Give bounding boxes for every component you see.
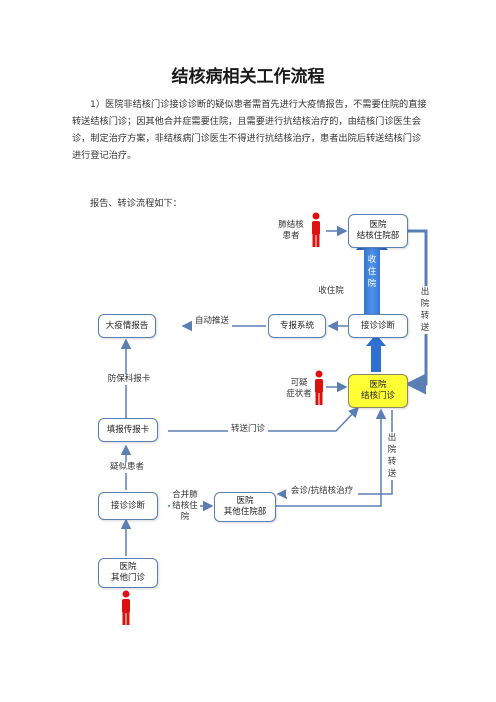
label-suspicious-symptoms: 可疑 症状者 — [286, 378, 312, 399]
intro-paragraph: 1）医院非结核门诊接诊诊断的疑似患者需首先进行大疫情报告，不需要住院的直接转送结… — [72, 99, 427, 161]
flow-subheading: 报告、转诊流程如下： — [90, 198, 182, 209]
box-special-report-system: 专报系统 — [268, 314, 326, 338]
label-admit-arrow-text: 收住院 — [367, 255, 377, 289]
box-hospital-tb-clinic: 医院 结核门诊 — [348, 374, 408, 408]
label-comorbid-tb-admission: 合并肺 结核住 院 — [170, 490, 200, 523]
box-epidemic-report: 大疫情报告 — [98, 314, 156, 338]
box-receive-diagnosis-left: 接诊诊断 — [98, 492, 158, 520]
referral-flowchart: 医院 结核住院部 大疫情报告 专报系统 接诊诊断 医院 结核门诊 填报传报卡 接… — [86, 206, 436, 626]
person-other-clinic-icon — [122, 590, 130, 625]
consult-arrow — [276, 408, 387, 507]
label-discharge-transfer-right: 出院转送 — [420, 286, 430, 334]
box-hospital-other-clinic: 医院 其他门诊 — [98, 558, 158, 588]
label-suspected-patient: 疑似患者 — [106, 462, 148, 473]
label-admitted: 收住院 — [318, 286, 344, 296]
label-discharge-transfer-mid: 出院转送 — [387, 432, 397, 480]
label-prevention-section: 防保科报卡 — [104, 374, 154, 385]
label-tb-patient: 肺结核 患者 — [278, 220, 304, 241]
box-hospital-tb-ward: 医院 结核住院部 — [348, 214, 408, 248]
label-consult-treatment: 会诊/抗结核治疗 — [286, 486, 358, 497]
box-receive-diagnosis-right: 接诊诊断 — [348, 314, 408, 338]
page-title: 结核病相关工作流程 — [171, 67, 325, 87]
person-suspicious-icon — [315, 370, 323, 405]
clinic-to-diagnosis-arrow — [366, 334, 386, 372]
person-tb-patient-icon — [312, 212, 320, 247]
card-to-clinic-arrow — [168, 406, 360, 432]
discharge-mid-arrow — [276, 410, 393, 500]
admit-big-arrow — [356, 232, 388, 316]
label-transfer-clinic: 转送门诊 — [228, 424, 268, 435]
box-hospital-other-ward: 医院 其他住院部 — [214, 492, 276, 522]
box-fill-report-card: 填报传报卡 — [98, 418, 158, 442]
label-auto-push: 自动推送 — [192, 316, 232, 327]
